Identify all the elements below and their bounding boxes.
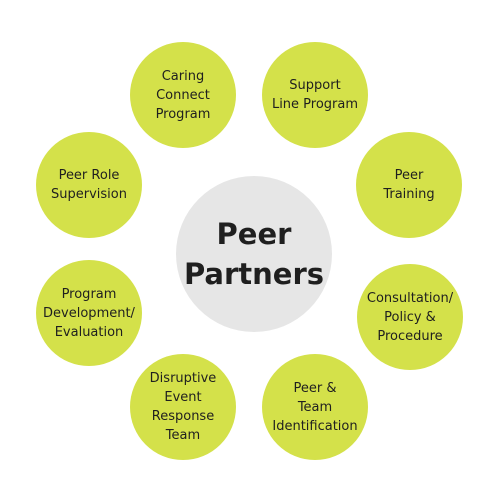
node-label: Peer Role Supervision: [51, 168, 127, 202]
node-support-line-program: Support Line Program: [262, 42, 368, 148]
node-label: Disruptive Event Response Team: [149, 371, 217, 443]
center-peer-partners: Peer Partners: [176, 176, 332, 332]
node-program-development-evaluation: Program Development/ Evaluation: [36, 260, 142, 366]
node-label: Peer Training: [383, 168, 435, 202]
node-peer-training: Peer Training: [356, 132, 462, 238]
node-consultation-policy-procedure: Consultation/ Policy & Procedure: [357, 264, 463, 370]
center-label: Peer Partners: [183, 217, 325, 291]
node-peer-team-identification: Peer & Team Identification: [262, 354, 368, 460]
node-label: Consultation/ Policy & Procedure: [366, 290, 454, 344]
node-disruptive-event-response-team: Disruptive Event Response Team: [130, 354, 236, 460]
node-label: Peer & Team Identification: [272, 380, 358, 434]
node-label: Caring Connect Program: [155, 68, 211, 122]
node-label: Program Development/ Evaluation: [43, 286, 135, 340]
node-caring-connect-program: Caring Connect Program: [130, 42, 236, 148]
node-peer-role-supervision: Peer Role Supervision: [36, 132, 142, 238]
node-label: Support Line Program: [271, 78, 359, 112]
